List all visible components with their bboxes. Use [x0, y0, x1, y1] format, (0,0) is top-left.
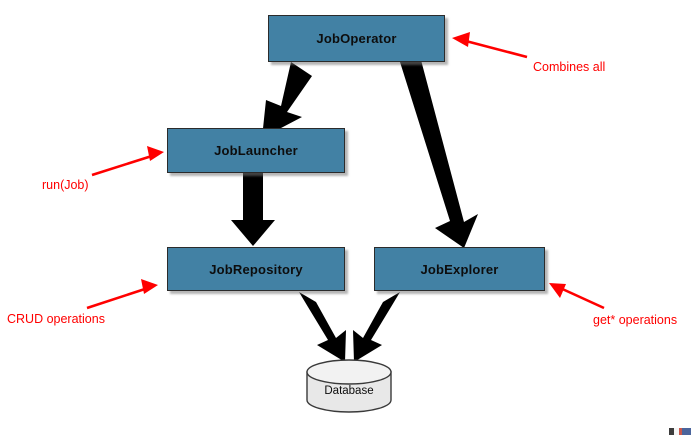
- arrow-jobrepository-to-database: [299, 292, 346, 362]
- node-job-repository[interactable]: JobRepository: [167, 247, 345, 291]
- database-cylinder: [306, 359, 392, 413]
- annotation-arrow-run-job: [91, 146, 164, 177]
- annotation-arrow-crud-operations: [86, 279, 158, 310]
- corner-watermark: [669, 428, 691, 435]
- annotation-arrow-get-operations: [549, 283, 605, 310]
- node-job-repository-label: JobRepository: [209, 261, 303, 277]
- node-job-launcher-label: JobLauncher: [214, 143, 298, 158]
- arrow-joboperator-to-jobexplorer: [400, 60, 478, 248]
- arrow-joblauncher-to-jobrepository: [231, 173, 275, 246]
- database-label: Database: [324, 385, 374, 397]
- arrow-jobexplorer-to-database: [353, 292, 400, 362]
- annotation-run-job: run(Job): [42, 178, 89, 192]
- annotation-get-operations: get* operations: [593, 313, 678, 327]
- annotation-arrow-combines-all: [452, 32, 528, 59]
- node-job-explorer-label: JobExplorer: [420, 261, 499, 277]
- node-job-explorer[interactable]: JobExplorer: [374, 247, 545, 291]
- annotation-crud-operations: CRUD operations: [7, 312, 105, 326]
- node-job-operator-label: JobOperator: [316, 31, 397, 46]
- annotation-combines-all: Combines all: [533, 60, 606, 74]
- arrow-joboperator-to-joblauncher: [262, 62, 312, 138]
- node-job-operator[interactable]: JobOperator: [268, 15, 445, 62]
- node-job-launcher[interactable]: JobLauncher: [167, 128, 345, 173]
